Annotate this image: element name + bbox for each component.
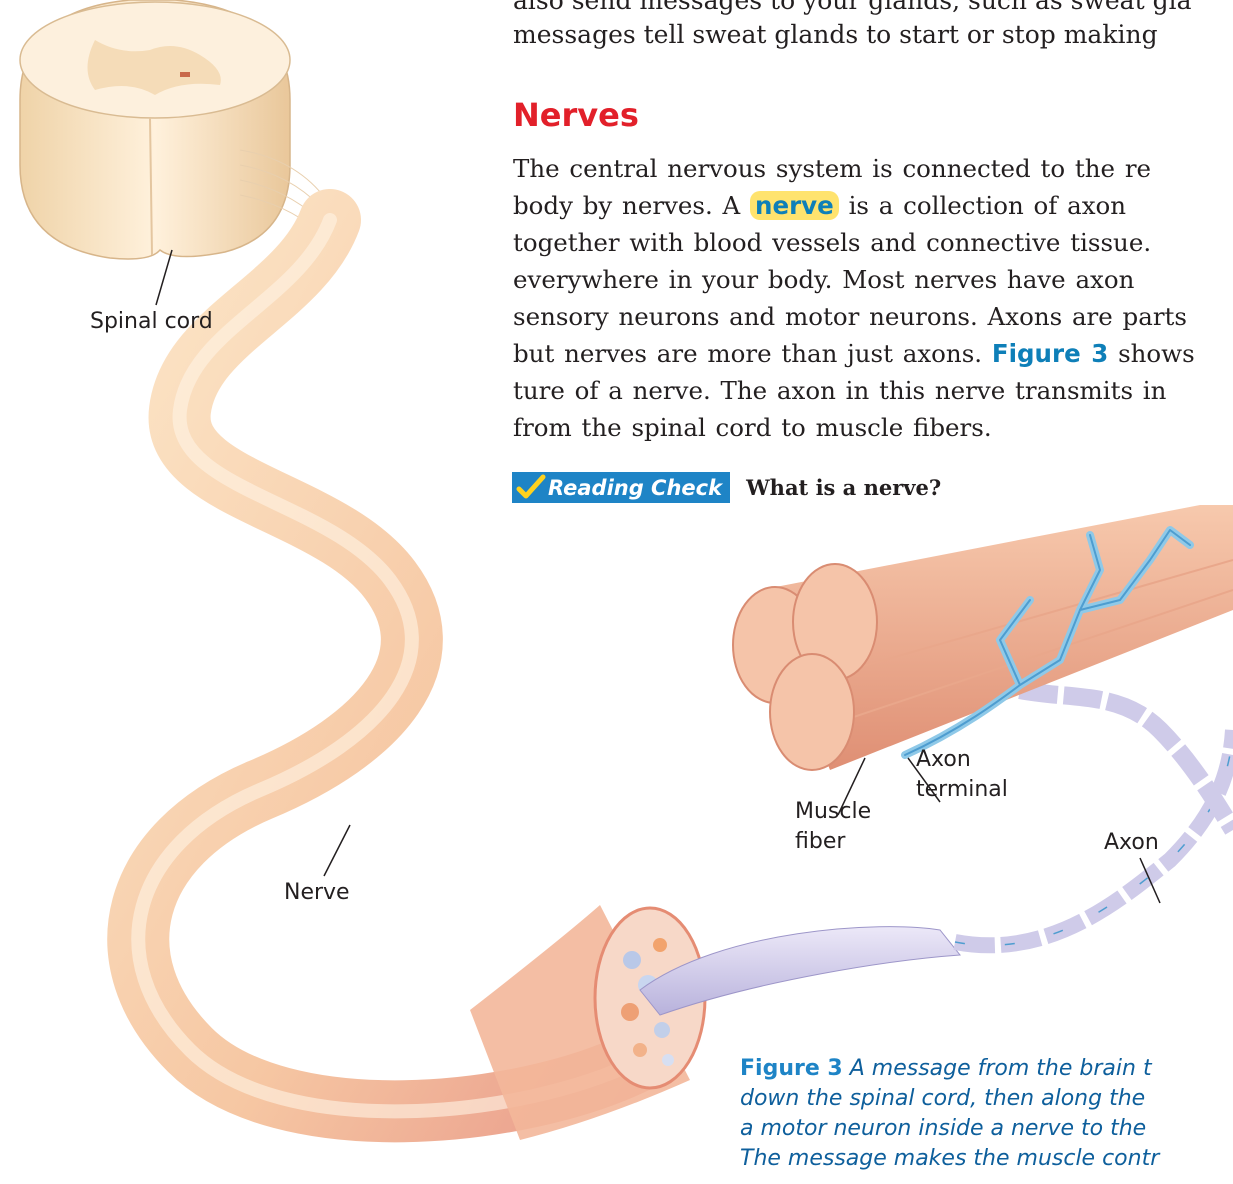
- section-heading: Nerves: [513, 96, 639, 134]
- paragraph-line-2: body by nerves. A nerve is a collection …: [513, 191, 1233, 220]
- label-nerve: Nerve: [284, 877, 350, 908]
- label-axon-terminal-line-2: terminal: [916, 774, 1008, 805]
- intro-text-line-2: messages tell sweat glands to start or s…: [513, 20, 1158, 49]
- paragraph-line-4: everywhere in your body. Most nerves hav…: [513, 265, 1233, 294]
- spinal-cord-image: [20, 0, 330, 259]
- figure-caption-line-2: down the spinal cord, then along the: [740, 1084, 1145, 1114]
- figure-caption-text-1: A message from the brain t: [850, 1056, 1152, 1081]
- figure-caption-line-4: The message makes the muscle contr: [740, 1144, 1159, 1174]
- paragraph-line-5: sensory neurons and motor neurons. Axons…: [513, 302, 1233, 331]
- label-axon-terminal-line-1: Axon: [916, 744, 971, 775]
- nerve-leader-line: [324, 825, 350, 876]
- label-muscle-fiber-line-1: Muscle: [795, 796, 871, 827]
- paragraph-line-6-start: but nerves are more than just axons.: [513, 339, 982, 368]
- paragraph-line-3: together with blood vessels and connecti…: [513, 228, 1233, 257]
- reading-check-question: What is a nerve?: [746, 475, 941, 500]
- paragraph-line-8: from the spinal cord to muscle fibers.: [513, 413, 1233, 442]
- check-mark-icon: [516, 474, 546, 502]
- reading-check-badge: Reading Check: [512, 472, 730, 503]
- paragraph-line-2-end: is a collection of axon: [849, 191, 1127, 220]
- paragraph-line-6: but nerves are more than just axons. Fig…: [513, 339, 1233, 368]
- figure-caption-line-3: a motor neuron inside a nerve to the: [740, 1114, 1146, 1144]
- paragraph-line-6-end: shows: [1118, 339, 1195, 368]
- intro-text-line-1: also send messages to your glands, such …: [513, 0, 1191, 15]
- reading-check: Reading Check What is a nerve?: [512, 471, 941, 504]
- label-muscle-fiber-line-2: fiber: [795, 826, 845, 857]
- paragraph-line-1: The central nervous system is connected …: [513, 154, 1233, 183]
- paragraph-line-2-start: body by nerves. A: [513, 191, 740, 220]
- label-spinal-cord: Spinal cord: [90, 306, 213, 337]
- spinal-cord-leader-line: [156, 250, 172, 305]
- figure-caption-line-1: Figure 3 A message from the brain t: [740, 1054, 1152, 1084]
- figure-3-reference: Figure 3: [992, 339, 1108, 368]
- figure-caption-label: Figure 3: [740, 1056, 843, 1081]
- label-axon: Axon: [1104, 827, 1159, 858]
- reading-check-label: Reading Check: [548, 476, 722, 500]
- vocabulary-term-nerve: nerve: [750, 191, 839, 220]
- paragraph-line-7: ture of a nerve. The axon in this nerve …: [513, 376, 1233, 405]
